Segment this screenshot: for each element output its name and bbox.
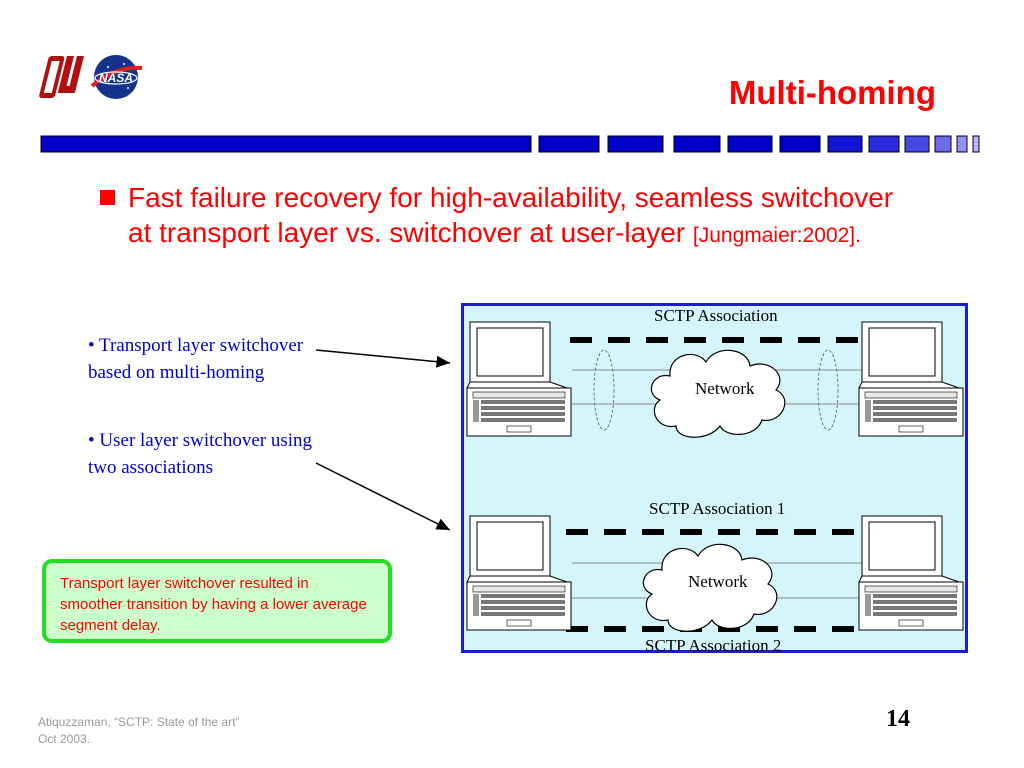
page-number: 14 — [886, 706, 910, 732]
footer: Atiquzzaman, “SCTP: State of the art” Oc… — [38, 714, 239, 748]
footer-date: Oct 2003. — [38, 732, 91, 746]
slide-title: Multi-homing — [728, 74, 936, 111]
laptop-icon-bottom-right — [858, 515, 964, 631]
bottom-network-label: Network — [688, 572, 748, 591]
top-network-label: Network — [695, 379, 755, 398]
side-point-user-layer: • User layer switchover using two associ… — [88, 430, 313, 478]
top-association-label: SCTP Association — [654, 306, 778, 325]
result-callout: Transport layer switchover resulted in s… — [42, 559, 392, 643]
side-point-transport: • Transport layer switchover based on mu… — [88, 335, 304, 383]
main-bullet-citation: [Jungmaier:2002]. — [692, 224, 861, 247]
nasa-logo-icon: NASA — [90, 55, 143, 99]
arrow-to-bottom-diagram — [315, 462, 451, 531]
laptop-icon-bottom-left — [466, 515, 572, 631]
laptop-icon-top-left — [466, 321, 572, 437]
footer-author: Atiquzzaman, “SCTP: State of the art” — [38, 715, 240, 729]
bottom-association2-label: SCTP Association 2 — [645, 636, 782, 655]
square-bullet-icon — [100, 190, 115, 205]
laptop-icon-top-right — [858, 321, 964, 437]
svg-text:NASA: NASA — [99, 71, 133, 85]
title-divider-bar — [40, 135, 980, 153]
ou-logo-icon — [39, 56, 85, 98]
network-diagram: SCTP Association Network SCTP Associatio… — [461, 303, 968, 655]
main-bullet: Fast failure recovery for high-availabil… — [100, 180, 920, 253]
main-bullet-text: Fast failure recovery for high-availabil… — [128, 182, 894, 248]
bottom-association1-label: SCTP Association 1 — [649, 499, 786, 518]
arrow-to-top-diagram — [315, 349, 451, 368]
pointer-arrows — [315, 349, 451, 531]
result-callout-text: Transport layer switchover resulted in s… — [60, 575, 367, 634]
